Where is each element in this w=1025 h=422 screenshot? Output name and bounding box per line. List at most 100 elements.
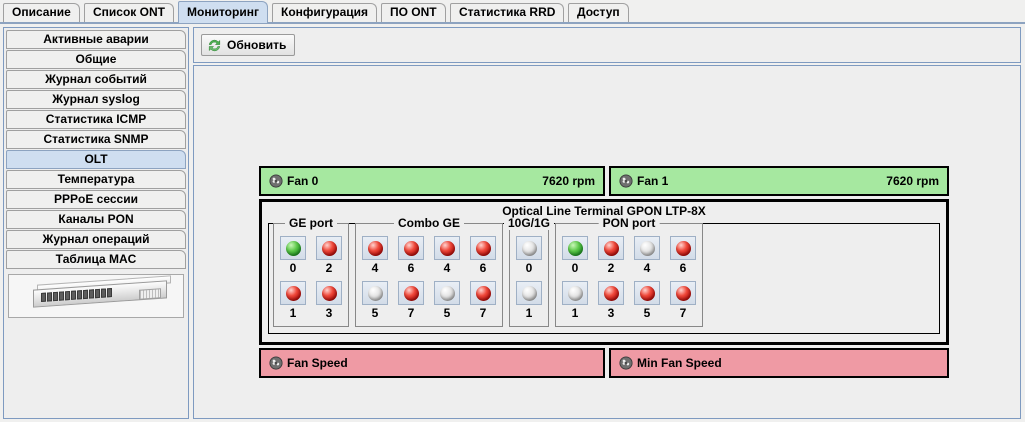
port-group-title: PON port [598,216,660,230]
sidebar-item-1[interactable]: Общие [6,50,186,69]
port-led-button-5[interactable] [362,281,388,305]
fan-status-value: 7620 rpm [542,174,595,188]
port-led-button-5[interactable] [634,281,660,305]
sidebar-item-label: OLT [84,152,108,166]
port-led-button-0[interactable] [280,236,306,260]
led-red-icon [403,240,419,256]
toolbar-panel: Обновить [193,27,1021,63]
port-led-button-7[interactable] [398,281,424,305]
sidebar-item-8[interactable]: PPPoE сессии [6,190,186,209]
sidebar-item-6[interactable]: OLT [6,150,186,169]
led-red-icon [475,240,491,256]
led-red-icon [675,285,691,301]
led-red-icon [285,285,301,301]
port-led-button-6[interactable] [470,236,496,260]
port-led-button-0[interactable] [562,236,588,260]
sidebar-item-label: Журнал событий [45,72,147,86]
sidebar-item-10[interactable]: Журнал операций [6,230,186,249]
sidebar-item-label: Журнал операций [42,232,150,246]
port-cell: 5 [434,281,460,320]
port-led-button-6[interactable] [398,236,424,260]
sidebar-item-label: Статистика SNMP [43,132,149,146]
port-number-label: 5 [643,306,651,320]
tab-label: Описание [12,5,71,19]
fan-speed-row: Fan Speed Min Fan Speed [259,348,949,378]
tab-3[interactable]: Конфигурация [272,3,378,22]
port-cell: 2 [316,236,342,275]
sidebar-item-9[interactable]: Каналы PON [6,210,186,229]
port-group-0: GE port 0 1 2 3 [273,216,349,327]
sidebar-item-11[interactable]: Таблица MAC [6,250,186,269]
fan-icon [269,356,287,370]
port-led-button-1[interactable] [516,281,542,305]
device-photo [8,274,184,318]
sidebar-item-label: Общие [75,52,117,66]
port-number-label: 6 [407,261,415,275]
port-led-button-4[interactable] [634,236,660,260]
port-group-title: 10G/1G [503,216,555,230]
port-led-button-0[interactable] [516,236,542,260]
sidebar-item-label: Статистика ICMP [45,112,147,126]
port-led-button-3[interactable] [598,281,624,305]
port-led-button-1[interactable] [280,281,306,305]
port-number-label: 2 [607,261,615,275]
tab-label: Статистика RRD [459,5,556,19]
tab-1[interactable]: Список ONT [84,3,174,22]
port-group-title: GE port [285,216,337,230]
led-red-icon [603,285,619,301]
fan-speed-0: Fan Speed [259,348,605,378]
sidebar-item-4[interactable]: Статистика ICMP [6,110,186,129]
tab-6[interactable]: Доступ [568,3,629,22]
port-led-button-2[interactable] [316,236,342,260]
sidebar-item-3[interactable]: Журнал syslog [6,90,186,109]
led-red-icon [439,240,455,256]
tab-5[interactable]: Статистика RRD [450,3,565,22]
port-cell: 4 [634,236,660,275]
sidebar-item-7[interactable]: Температура [6,170,186,189]
sidebar-item-2[interactable]: Журнал событий [6,70,186,89]
sidebar-item-0[interactable]: Активные аварии [6,30,186,49]
port-led-button-1[interactable] [562,281,588,305]
port-led-button-5[interactable] [434,281,460,305]
port-cell: 7 [670,281,696,320]
sidebar-item-label: Активные аварии [43,32,149,46]
tab-4[interactable]: ПО ONT [381,3,446,22]
refresh-button[interactable]: Обновить [201,34,296,56]
tab-0[interactable]: Описание [3,3,80,22]
fan-speed-1: Min Fan Speed [609,348,949,378]
sidebar-item-label: Журнал syslog [52,92,140,106]
port-cell: 0 [280,236,306,275]
port-number-label: 0 [571,261,579,275]
port-number-label: 0 [525,261,533,275]
port-led-button-7[interactable] [470,281,496,305]
tab-2[interactable]: Мониторинг [178,1,268,23]
port-led-button-2[interactable] [598,236,624,260]
led-red-icon [403,285,419,301]
olt-title: Optical Line Terminal GPON LTP-8X [498,204,710,218]
port-led-button-4[interactable] [434,236,460,260]
port-led-button-6[interactable] [670,236,696,260]
port-number-label: 1 [289,306,297,320]
olt-chassis: Optical Line Terminal GPON LTP-8X GE por… [259,199,949,345]
led-red-icon [321,285,337,301]
port-led-button-7[interactable] [670,281,696,305]
port-number-label: 3 [325,306,333,320]
led-red-icon [639,285,655,301]
port-cell: 0 [562,236,588,275]
port-led-button-3[interactable] [316,281,342,305]
tab-label: Список ONT [93,5,165,19]
port-cell: 7 [470,281,496,320]
port-number-label: 3 [607,306,615,320]
sidebar-item-5[interactable]: Статистика SNMP [6,130,186,149]
port-number-label: 2 [325,261,333,275]
port-led-button-4[interactable] [362,236,388,260]
fan-speed-label: Fan Speed [287,356,348,370]
